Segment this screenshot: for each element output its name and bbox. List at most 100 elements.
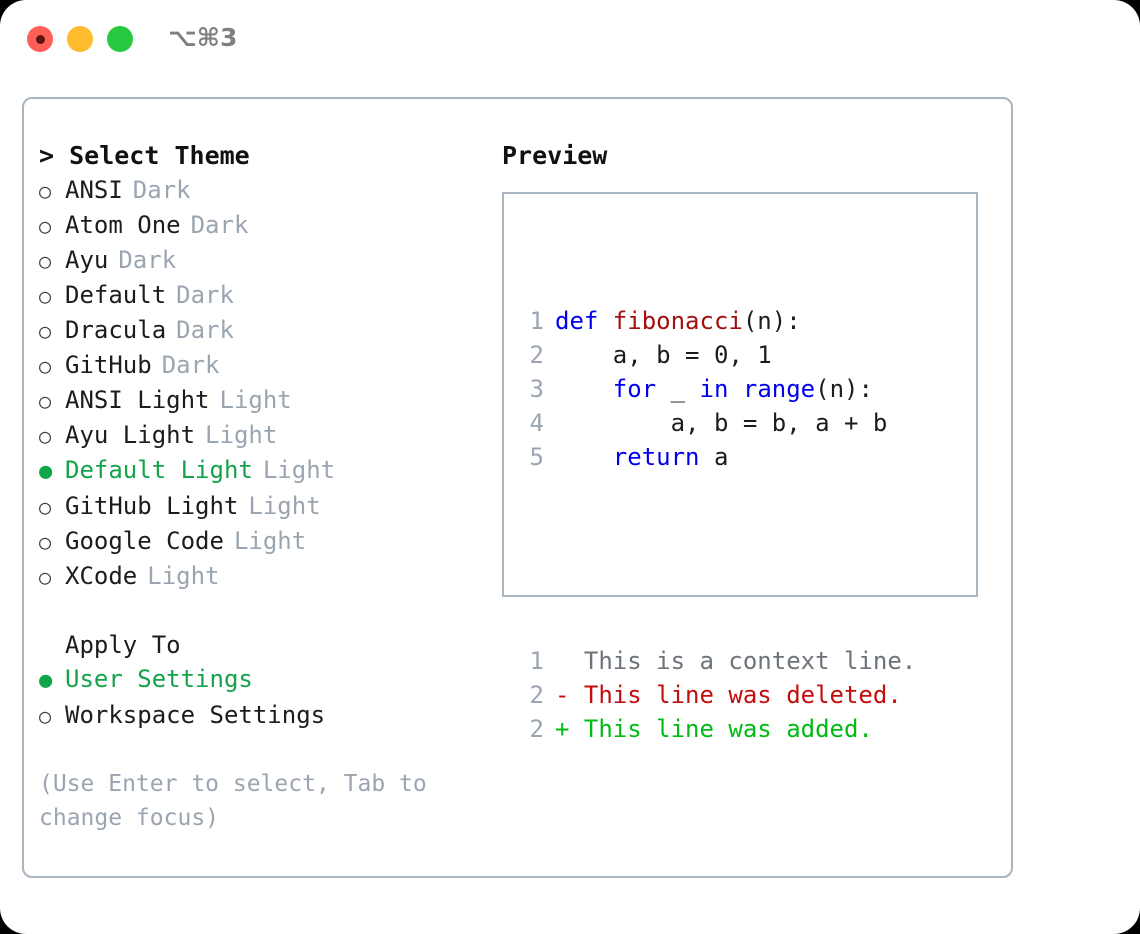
radio-unselected-icon: ○ [39, 319, 52, 343]
theme-option-tag: Dark [132, 176, 191, 204]
diff-line-text: - This line was deleted. [555, 681, 902, 709]
diff-lines: 1 This is a context line. 2 - This line wa… [520, 644, 917, 746]
theme-option[interactable]: ○ Ayu Dark [39, 243, 479, 278]
theme-option[interactable]: ● Default Light Light [39, 453, 479, 489]
diff-line-number: 1 [529, 647, 544, 675]
radio-selected-icon: ● [39, 459, 53, 484]
keyboard-hint-text: (Use Enter to select, Tab to change focu… [39, 771, 427, 831]
code-token: a [699, 443, 729, 471]
theme-option-label: Ayu Light [65, 421, 196, 449]
theme-option-label: Google Code [65, 527, 224, 555]
theme-option-label: Atom One [65, 211, 181, 239]
code-line: 4 a, b = b, a + b [520, 406, 916, 440]
theme-option[interactable]: ○ Default Dark [39, 278, 479, 313]
radio-unselected-icon: ○ [39, 249, 52, 273]
code-token [555, 375, 613, 403]
keyboard-shortcut-label: ⌥⌘3 [168, 23, 238, 52]
theme-option[interactable]: ○ ANSI Light Light [39, 383, 479, 418]
theme-option-tag: Light [147, 562, 220, 590]
theme-option-tag: Light [219, 386, 292, 414]
theme-option[interactable]: ○ ANSI Dark [39, 173, 479, 208]
theme-option-label: XCode [65, 562, 138, 590]
code-line: 2 a, b = 0, 1 [520, 338, 916, 372]
theme-option-label: ANSI [65, 176, 123, 204]
radio-unselected-icon: ○ [39, 565, 52, 589]
code-token: def [555, 307, 613, 335]
diff-line: 1 This is a context line. [520, 644, 917, 678]
theme-option-tag: Dark [176, 281, 234, 309]
code-token: _ [656, 375, 700, 403]
radio-unselected-icon: ○ [39, 495, 52, 519]
apply-to-option-label: Workspace Settings [65, 701, 326, 729]
code-token [728, 375, 742, 403]
code-token: (n): [742, 307, 801, 335]
theme-option-label: GitHub [65, 351, 152, 379]
title-bar: ⌥⌘3 [0, 0, 1140, 78]
code-line: 3 for _ in range(n): [520, 372, 916, 406]
code-token: for [612, 375, 657, 403]
maximize-window-button[interactable] [107, 26, 133, 52]
theme-option[interactable]: ○ Dracula Dark [39, 313, 479, 348]
theme-option-label: ANSI Light [65, 386, 210, 414]
theme-option-tag: Light [262, 456, 336, 484]
theme-option-tag: Dark [118, 246, 177, 274]
radio-unselected-icon: ○ [39, 530, 52, 554]
apply-to-option-label: User Settings [65, 665, 253, 693]
code-token [555, 443, 613, 471]
radio-unselected-icon: ○ [39, 214, 52, 238]
theme-option-label: Default Light [65, 456, 253, 484]
diff-line-text: This is a context line. [555, 647, 917, 675]
code-token: range [742, 375, 816, 403]
theme-option-label: Ayu [65, 246, 109, 274]
theme-option-tag: Dark [190, 211, 249, 239]
code-line-number: 1 [529, 307, 544, 335]
select-theme-header: > Select Theme [39, 141, 250, 170]
hint-spacer [39, 733, 479, 767]
apply-to-list: ●User Settings ○ Workspace Settings [39, 662, 479, 733]
code-diff-gap [520, 542, 916, 576]
radio-unselected-icon: ○ [39, 389, 52, 413]
diff-line-number: 2 [529, 681, 544, 709]
diff-line-number: 2 [529, 715, 544, 743]
diff-line-text: + This line was added. [555, 715, 873, 743]
radio-unselected-icon: ○ [39, 424, 52, 448]
apply-to-header: Apply To [65, 631, 181, 659]
theme-option-tag: Dark [176, 316, 234, 344]
code-token: in [699, 375, 729, 403]
code-token: return [612, 443, 700, 471]
diff-line: 2 - This line was deleted. [520, 678, 916, 712]
code-line-number: 3 [529, 375, 544, 403]
radio-unselected-icon: ○ [39, 179, 52, 203]
code-token: a, b = b, a + b [555, 409, 888, 437]
code-token: a, b = 0, 1 [555, 341, 772, 369]
code-line-number: 2 [529, 341, 544, 369]
code-line-number: 5 [529, 443, 544, 471]
radio-unselected-icon: ○ [39, 284, 52, 308]
theme-option[interactable]: ○ Atom One Dark [39, 208, 479, 243]
preview-title: Preview [502, 141, 608, 170]
theme-option[interactable]: ○ XCode Light [39, 559, 479, 594]
code-line-number: 4 [529, 409, 544, 437]
close-window-button[interactable] [27, 26, 53, 52]
apply-to-option[interactable]: ●User Settings [39, 662, 479, 698]
radio-unselected-icon: ○ [39, 704, 52, 728]
code-token: fibonacci [612, 307, 743, 335]
diff-line: 2 + This line was added. [520, 712, 916, 746]
apply-to-option[interactable]: ○ Workspace Settings [39, 698, 479, 733]
theme-option-label: GitHub Light [65, 492, 239, 520]
theme-option-label: Default [65, 281, 167, 309]
theme-option-label: Dracula [65, 316, 167, 344]
minimize-window-button[interactable] [67, 26, 93, 52]
code-line: 5 return a [520, 440, 916, 474]
